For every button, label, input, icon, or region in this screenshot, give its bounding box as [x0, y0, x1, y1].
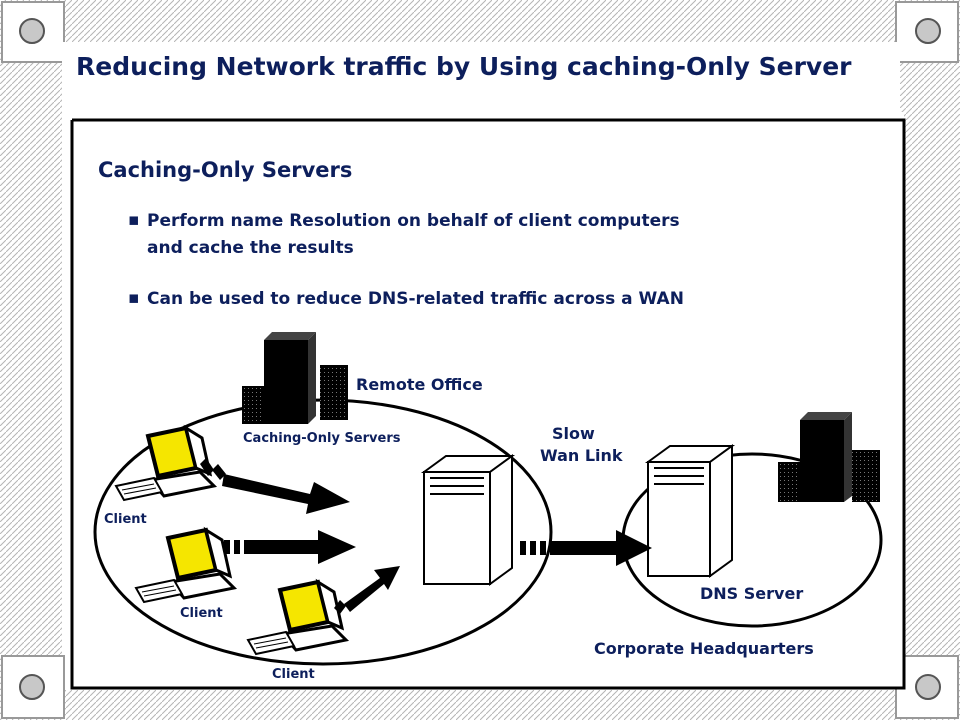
dns-server-label: DNS Server — [700, 584, 804, 603]
wan-link-arrow-icon — [520, 530, 652, 566]
wan-link-label: Wan Link — [540, 446, 623, 465]
bullet-1-line-1: Perform name Resolution on behalf of cli… — [147, 211, 680, 231]
client-label: Client — [104, 512, 147, 527]
slide-title: Reducing Network traffic by Using cachin… — [76, 52, 852, 81]
building-cluster-icon — [778, 412, 880, 502]
arrow-icon — [200, 458, 350, 514]
arrow-icon — [334, 566, 400, 614]
bullet-2: Can be used to reduce DNS-related traffi… — [147, 289, 684, 309]
dns-server-icon — [644, 444, 736, 578]
remote-office-label: Remote Office — [356, 375, 483, 394]
corner-circle-icon — [1, 655, 65, 719]
bullet-1-line-2: and cache the results — [147, 238, 354, 258]
caching-servers-label: Caching-Only Servers — [243, 431, 401, 446]
corner-circle-icon — [1, 1, 65, 63]
bullet-marker: ▪ — [128, 210, 140, 230]
slow-label: Slow — [552, 424, 595, 443]
building-cluster-icon — [242, 332, 348, 424]
client-label: Client — [272, 667, 315, 682]
corner-circle-icon — [895, 1, 959, 63]
section-heading: Caching-Only Servers — [98, 158, 353, 182]
corporate-hq-label: Corporate Headquarters — [594, 639, 814, 658]
arrow-icon — [224, 530, 356, 564]
client-computer-icon — [246, 578, 350, 656]
client-computer-icon — [134, 526, 238, 604]
client-label: Client — [180, 606, 223, 621]
bullet-marker: ▪ — [128, 288, 140, 308]
corner-circle-icon — [895, 655, 959, 719]
caching-server-icon — [420, 454, 516, 586]
